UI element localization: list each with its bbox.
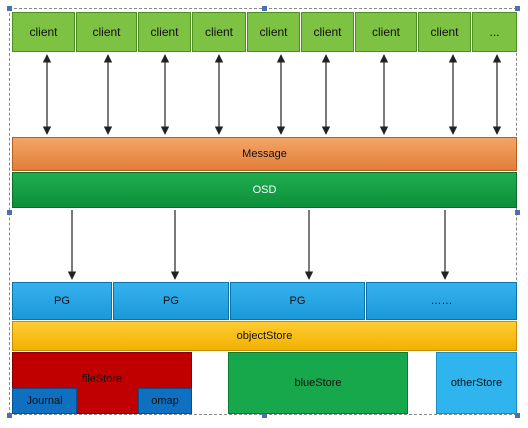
selection-handle[interactable] [515, 6, 520, 11]
selection-handle[interactable] [7, 210, 12, 215]
otherstore-box: otherStore [436, 352, 517, 414]
message-layer: Message [12, 137, 517, 171]
client-box: client [301, 12, 354, 52]
client-box: client [138, 12, 191, 52]
selection-handle[interactable] [7, 413, 12, 418]
pg-box: …… [366, 282, 517, 320]
selection-handle[interactable] [515, 413, 520, 418]
client-box: ... [472, 12, 517, 52]
objectstore-layer: objectStore [12, 321, 517, 351]
selection-handle[interactable] [7, 6, 12, 11]
journal-box: Journal [12, 388, 77, 414]
client-box: client [12, 12, 75, 52]
client-box: client [76, 12, 137, 52]
osd-layer: OSD [12, 172, 517, 208]
client-box: client [418, 12, 471, 52]
selection-handle[interactable] [515, 210, 520, 215]
selection-handle[interactable] [262, 413, 267, 418]
pg-box: PG [113, 282, 229, 320]
omap-box: omap [138, 388, 192, 414]
client-box: client [192, 12, 246, 52]
selection-handle[interactable] [262, 6, 267, 11]
pg-box: PG [230, 282, 365, 320]
client-box: client [247, 12, 300, 52]
bluestore-box: blueStore [228, 352, 408, 414]
client-box: client [355, 12, 417, 52]
pg-box: PG [12, 282, 112, 320]
